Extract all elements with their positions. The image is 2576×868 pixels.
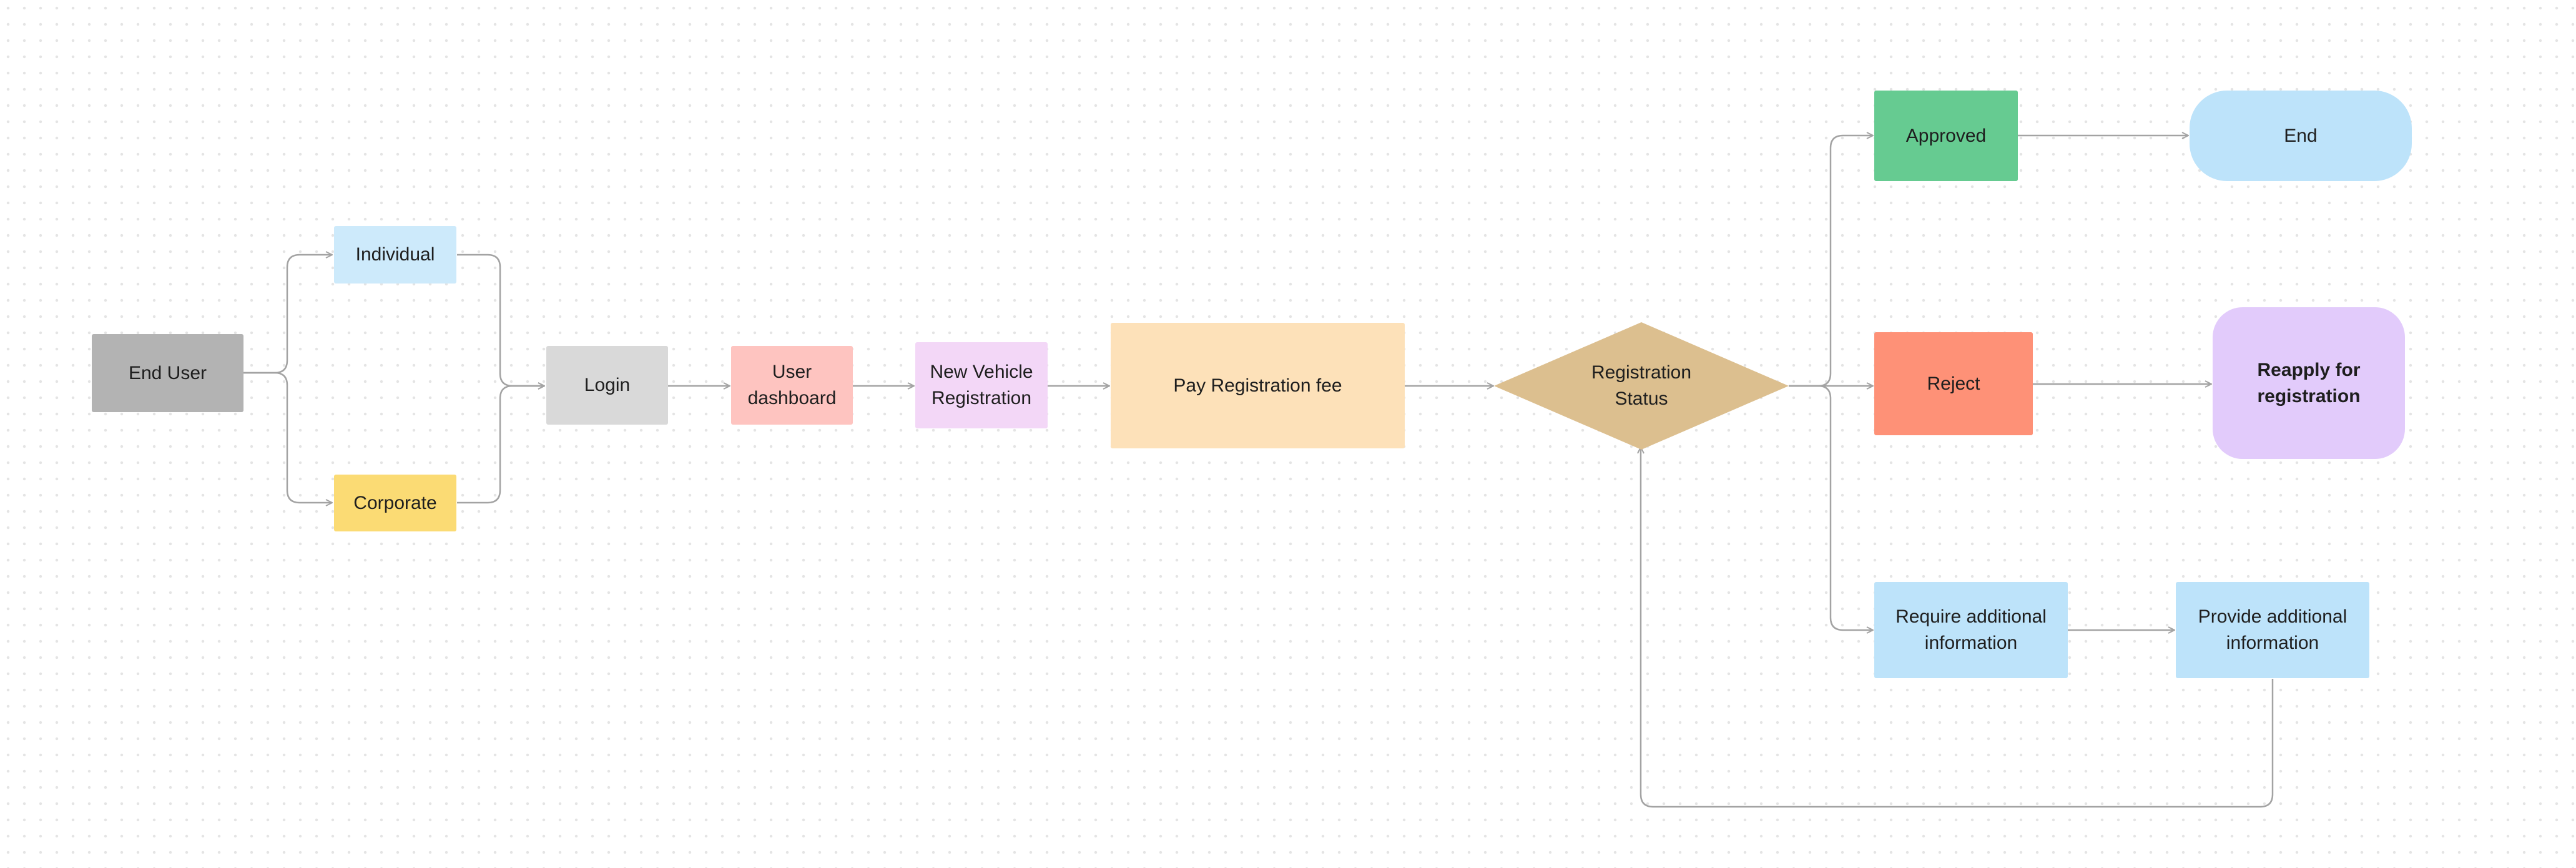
node-user-dashboard-label: User dashboard bbox=[747, 362, 837, 408]
node-pay-registration-fee[interactable]: Pay Registration fee bbox=[1111, 323, 1405, 448]
edge-end-user-to-individual bbox=[243, 255, 332, 374]
node-registration-status-label: Registration Status bbox=[1591, 362, 1692, 409]
edge-individual-to-login bbox=[457, 254, 544, 386]
node-registration-status-shape[interactable] bbox=[1494, 322, 1789, 450]
node-reject[interactable]: Reject bbox=[1874, 332, 2033, 435]
node-corporate[interactable]: Corporate bbox=[334, 475, 456, 531]
node-provide-additional-information-label: Provide additional information bbox=[2198, 606, 2347, 653]
node-individual[interactable]: Individual bbox=[334, 226, 456, 284]
edge-corporate-to-login bbox=[457, 386, 544, 504]
node-end-label: End bbox=[2284, 125, 2318, 146]
node-pay-registration-fee-label: Pay Registration fee bbox=[1173, 375, 1342, 396]
node-login[interactable]: Login bbox=[546, 346, 668, 425]
node-reapply-for-registration[interactable]: Reapply for registration bbox=[2213, 307, 2405, 459]
node-corporate-label: Corporate bbox=[353, 492, 437, 513]
node-new-vehicle-registration-label: New Vehicle Registration bbox=[930, 362, 1033, 408]
node-new-vehicle-registration[interactable]: New Vehicle Registration bbox=[915, 342, 1048, 428]
node-end-user-label: End User bbox=[128, 362, 207, 383]
node-require-additional-information-label: Require additional information bbox=[1895, 606, 2047, 653]
node-user-dashboard[interactable]: User dashboard bbox=[731, 346, 853, 425]
node-login-label: Login bbox=[584, 375, 631, 395]
node-reapply-for-registration-label: Reapply for registration bbox=[2257, 359, 2361, 407]
node-individual-label: Individual bbox=[355, 244, 435, 265]
node-approved-label: Approved bbox=[1905, 125, 1987, 146]
edge-registration-status-to-approved bbox=[1789, 136, 1873, 387]
edge-end-user-to-corporate bbox=[243, 372, 332, 503]
node-approved[interactable]: Approved bbox=[1874, 91, 2018, 181]
node-provide-additional-information[interactable]: Provide additional information bbox=[2176, 582, 2369, 678]
node-end-user[interactable]: End User bbox=[92, 334, 243, 412]
node-end[interactable]: End bbox=[2190, 91, 2412, 181]
node-require-additional-information[interactable]: Require additional information bbox=[1874, 582, 2068, 678]
edge-provide-additional-information-to-registration-status bbox=[1641, 447, 2274, 808]
edge-registration-status-to-require-additional-information bbox=[1789, 385, 1873, 630]
node-reject-label: Reject bbox=[1927, 373, 1980, 394]
